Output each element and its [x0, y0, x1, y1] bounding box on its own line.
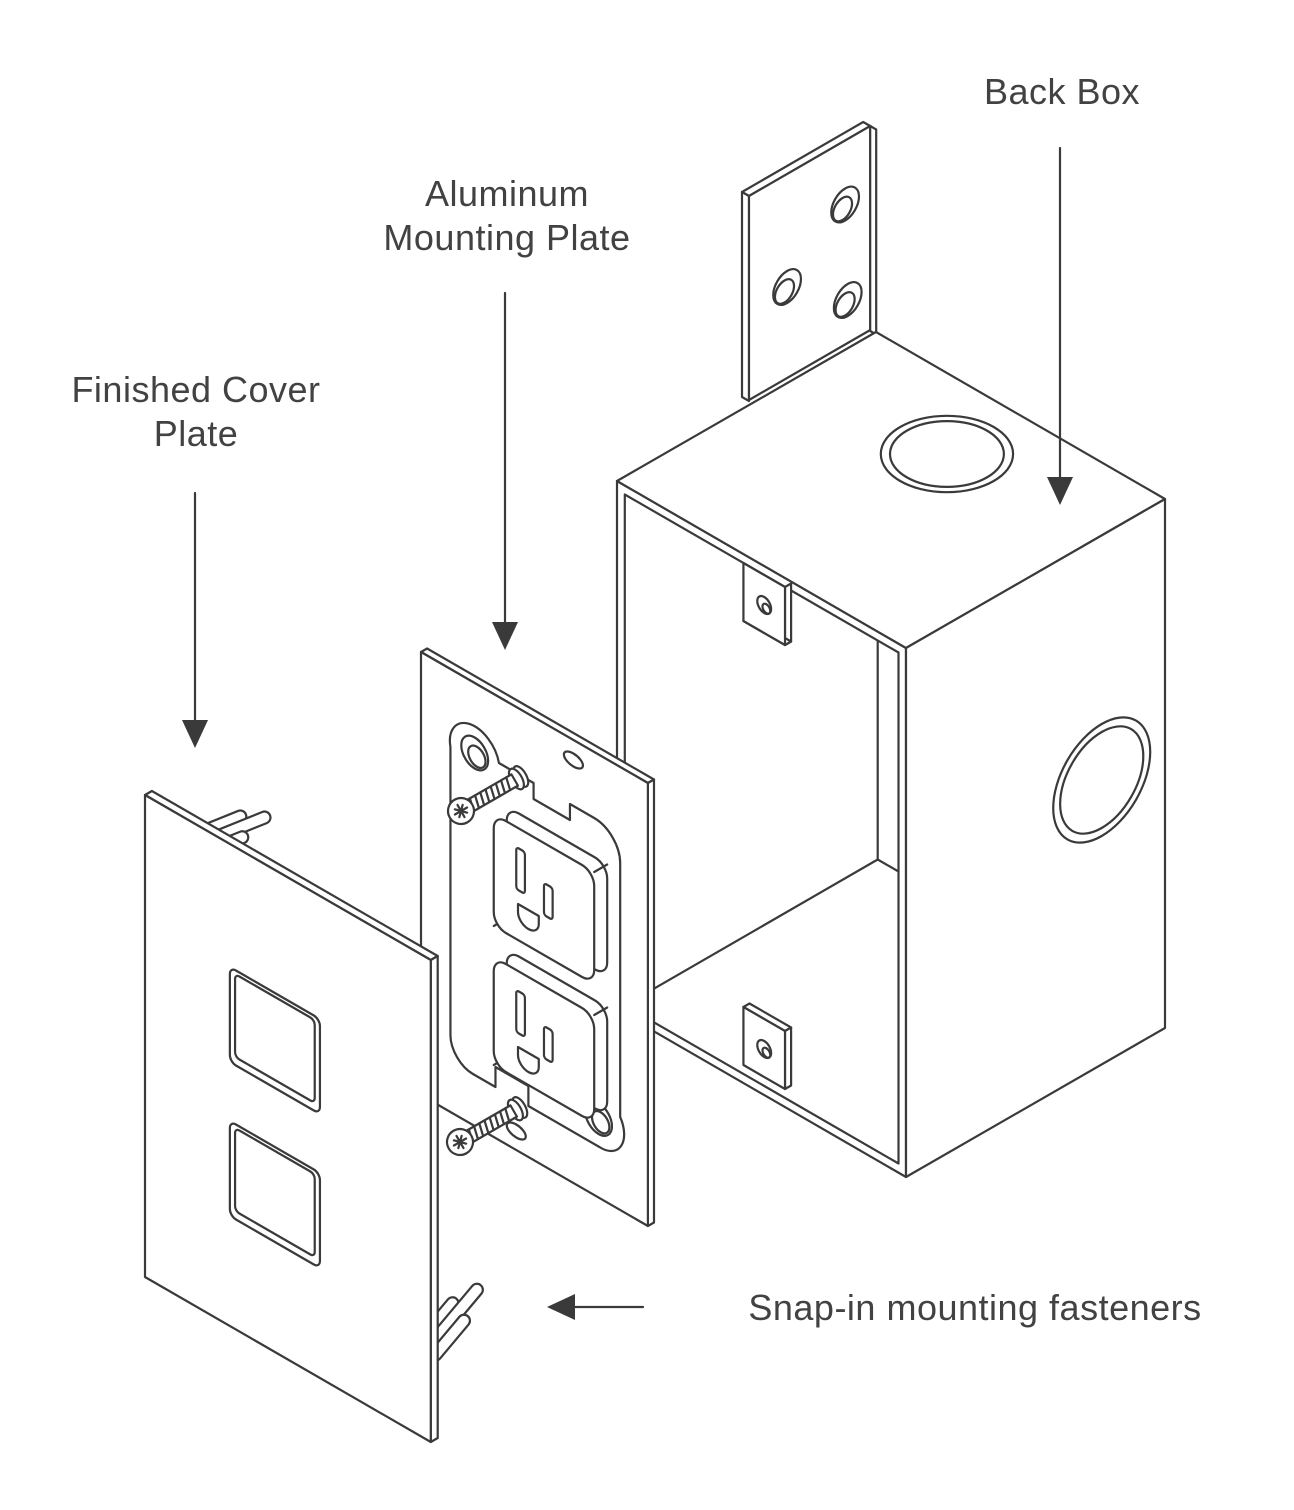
plate-cutout	[450, 712, 624, 1161]
outlet-ground-hole	[518, 1047, 539, 1078]
fasteners-arrow	[547, 1294, 643, 1320]
outlet-slot-neutral	[516, 990, 525, 1037]
finished-cover-plate	[145, 791, 438, 1442]
phillips-recess	[450, 1132, 469, 1151]
phillips-recess	[451, 801, 470, 820]
cover-window-upper	[230, 967, 320, 1114]
outlet-lower	[494, 942, 607, 1131]
cover-plate-label-line2: Plate	[153, 413, 239, 454]
outlet-slot-neutral	[516, 847, 525, 894]
plate-screw-hole-top	[461, 730, 488, 777]
cover-plate-label-line1: Finished Cover	[71, 369, 321, 410]
cover-window-lower	[230, 1121, 320, 1268]
back-box-label-text: Back Box	[983, 71, 1141, 112]
screw-threads	[467, 777, 512, 811]
mounting-screw-top	[443, 762, 532, 828]
wall-mount-bracket	[742, 122, 876, 401]
box-interior	[625, 641, 899, 1006]
side-knockout-hole	[1053, 696, 1150, 864]
box-bottom-mounting-tab	[743, 1004, 791, 1090]
mounting-plate-arrow	[492, 293, 518, 650]
mounting-plate-label: Aluminum Mounting Plate	[383, 172, 630, 260]
bracket-screw-holes	[773, 179, 861, 359]
back-box-label: Back Box	[984, 70, 1140, 114]
outlet-slot-hot	[544, 1026, 553, 1063]
cover-plate-label: Finished Cover Plate	[71, 368, 320, 456]
fasteners-label-text: Snap-in mounting fasteners	[748, 1287, 1202, 1328]
back-box	[617, 332, 1165, 1177]
fasteners-label: Snap-in mounting fasteners	[748, 1286, 1201, 1330]
mounting-plate-label-line2: Mounting Plate	[383, 217, 631, 258]
cover-plate-arrow	[182, 493, 208, 748]
outlet-upper	[494, 799, 607, 992]
plate-slot-top	[564, 748, 583, 772]
plate-slot-bottom	[507, 1119, 526, 1143]
mounting-screw-bottom	[442, 1093, 531, 1159]
outlet-slot-hot	[544, 883, 553, 920]
mounting-plate-label-line1: Aluminum	[424, 173, 590, 214]
outlet-ground-hole	[518, 904, 539, 935]
top-knockout-hole	[853, 400, 1040, 508]
back-box-arrow	[1047, 148, 1073, 505]
box-top-mounting-tab	[743, 563, 791, 645]
